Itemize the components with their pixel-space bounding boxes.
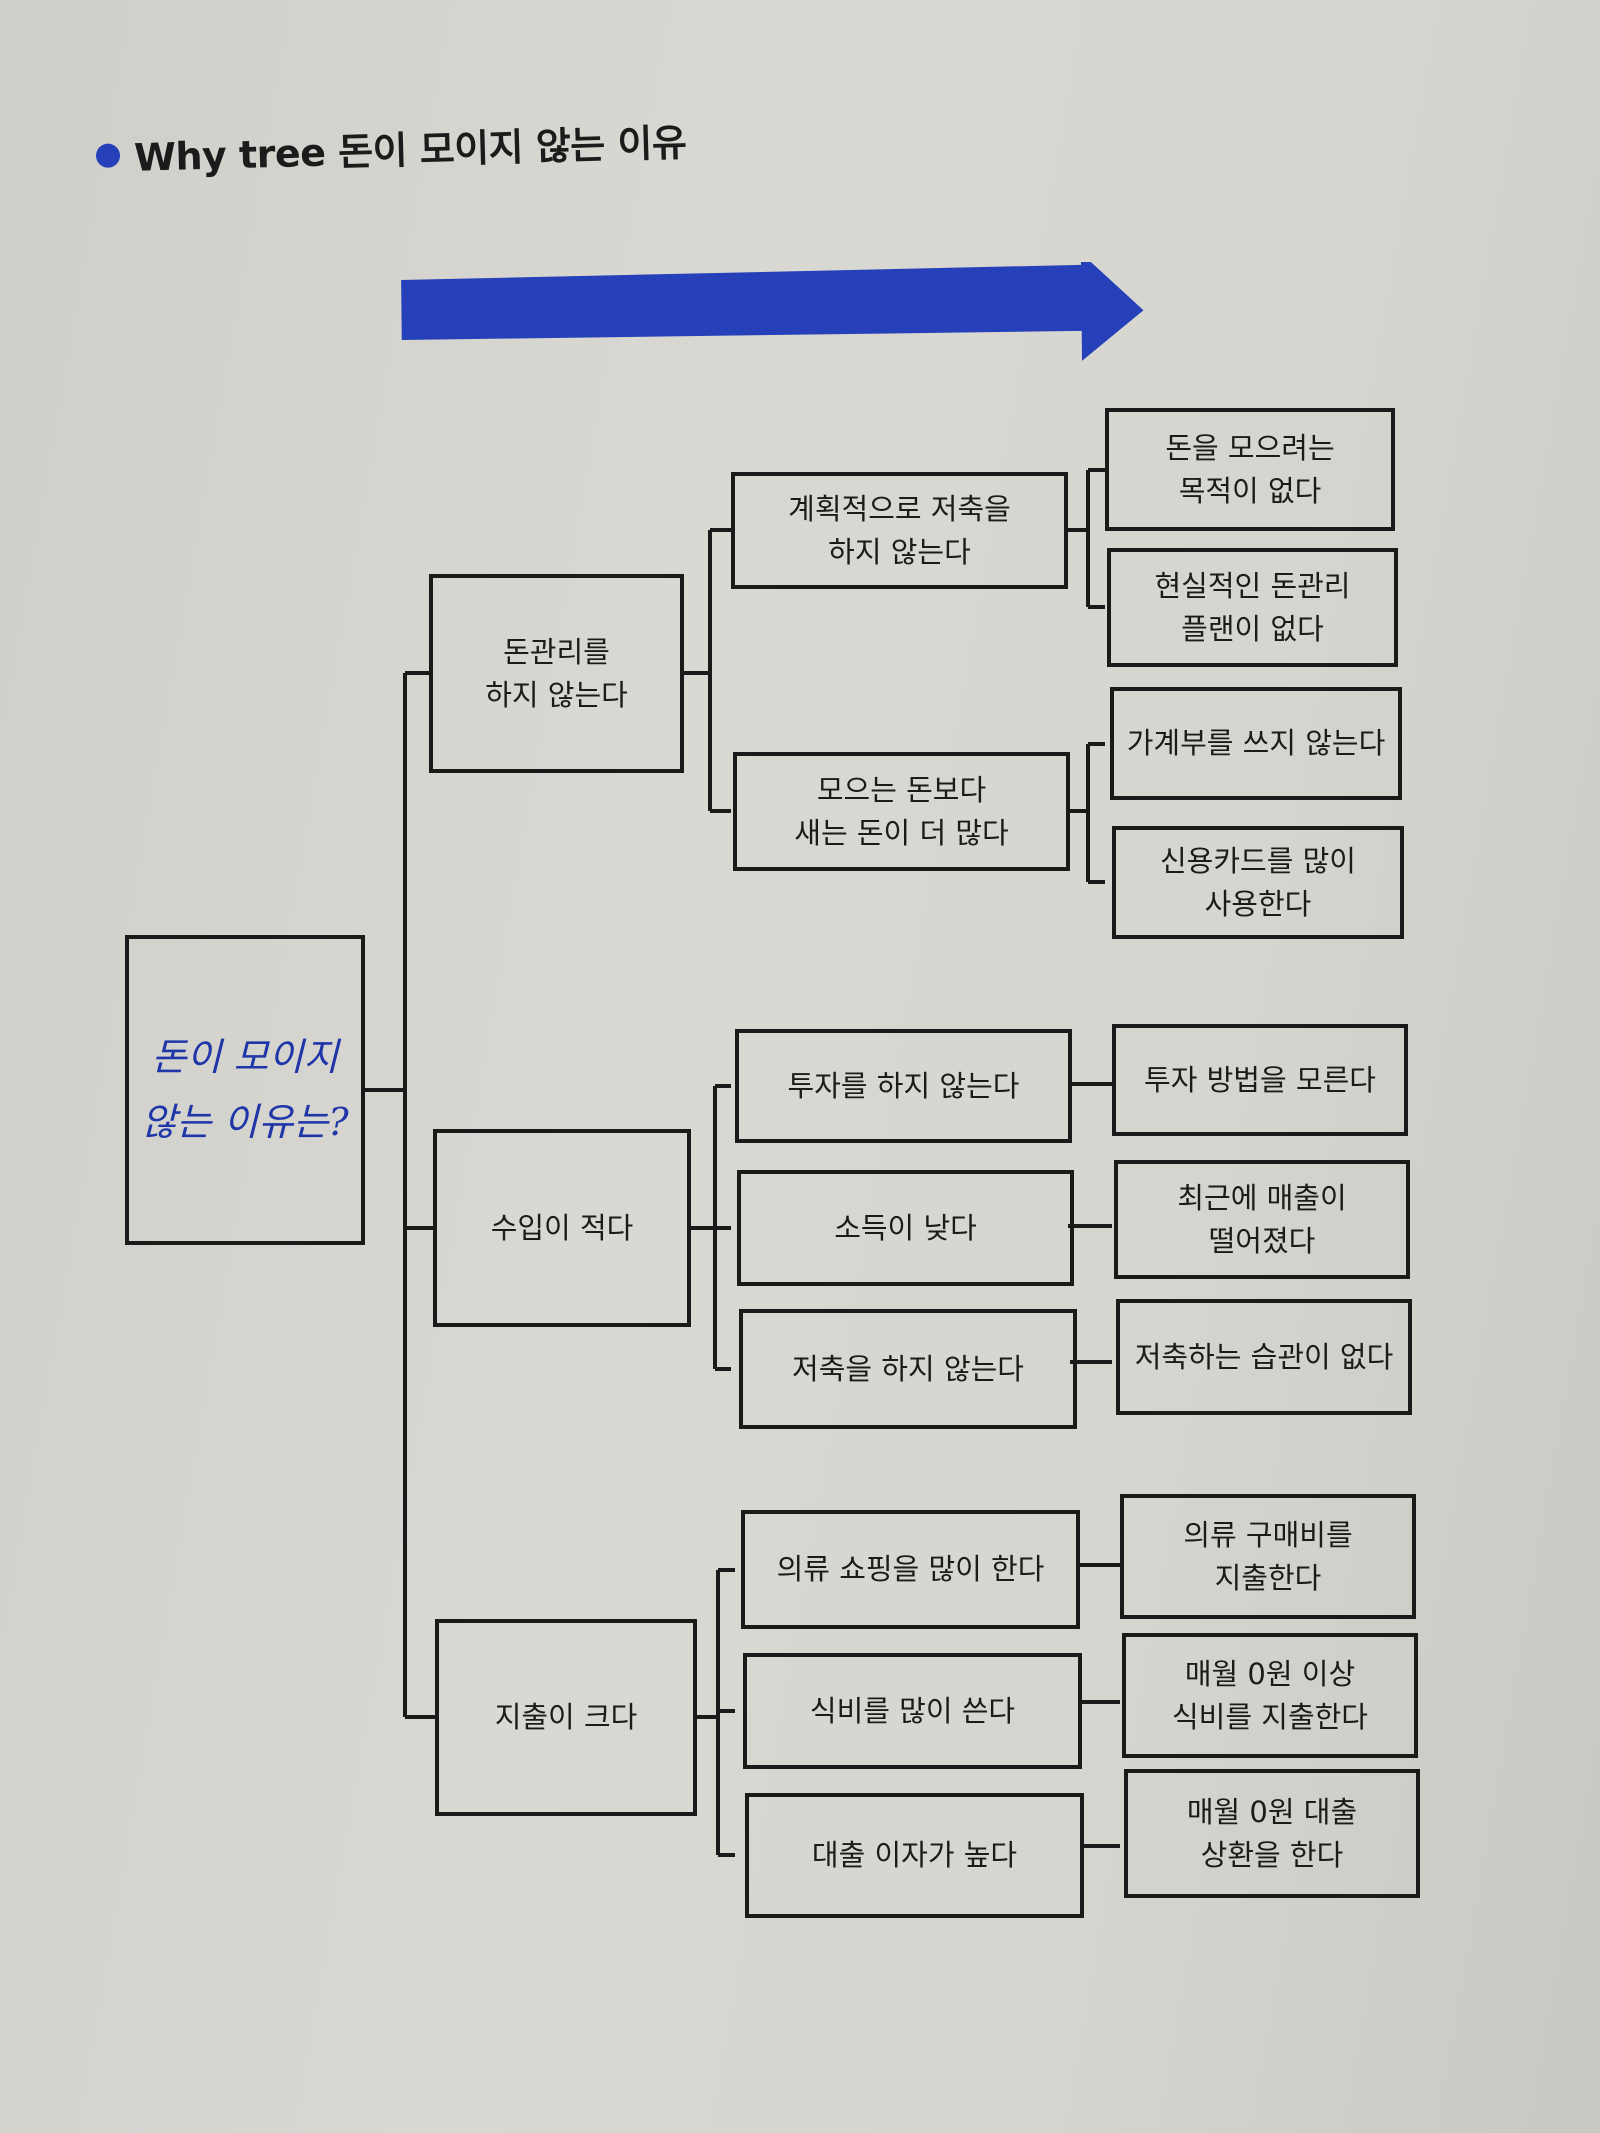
level1-box: 지출이 크다 [435,1619,697,1816]
level3-box: 저축하는 습관이 없다 [1116,1299,1412,1415]
level2-box: 투자를 하지 않는다 [735,1029,1072,1143]
level3-box: 현실적인 돈관리 플랜이 없다 [1107,548,1398,667]
level3-box: 최근에 매출이 떨어졌다 [1114,1160,1410,1279]
root-question-box: 돈이 모이지 않는 이유는? [125,935,365,1245]
level3-box: 의류 구매비를 지출한다 [1120,1494,1416,1619]
level1-box: 수입이 적다 [433,1129,691,1327]
direction-arrow-icon [401,262,1144,361]
level2-box: 저축을 하지 않는다 [739,1309,1077,1429]
level3-box: 가계부를 쓰지 않는다 [1110,687,1402,800]
level2-box: 계획적으로 저축을 하지 않는다 [731,472,1068,589]
level2-box: 모으는 돈보다 새는 돈이 더 많다 [733,752,1070,871]
level1-box: 돈관리를 하지 않는다 [429,574,684,773]
level2-box: 의류 쇼핑을 많이 한다 [741,1510,1080,1629]
level2-box: 소득이 낮다 [737,1170,1074,1286]
level2-box: 식비를 많이 쓴다 [743,1653,1082,1769]
level3-box: 신용카드를 많이 사용한다 [1112,826,1404,939]
level3-box: 돈을 모으려는 목적이 없다 [1105,408,1395,531]
level3-box: 매월 0원 이상 식비를 지출한다 [1122,1633,1418,1758]
level3-box: 투자 방법을 모른다 [1112,1024,1408,1136]
level2-box: 대출 이자가 높다 [745,1793,1084,1918]
level3-box: 매월 0원 대출 상환을 한다 [1124,1769,1420,1898]
